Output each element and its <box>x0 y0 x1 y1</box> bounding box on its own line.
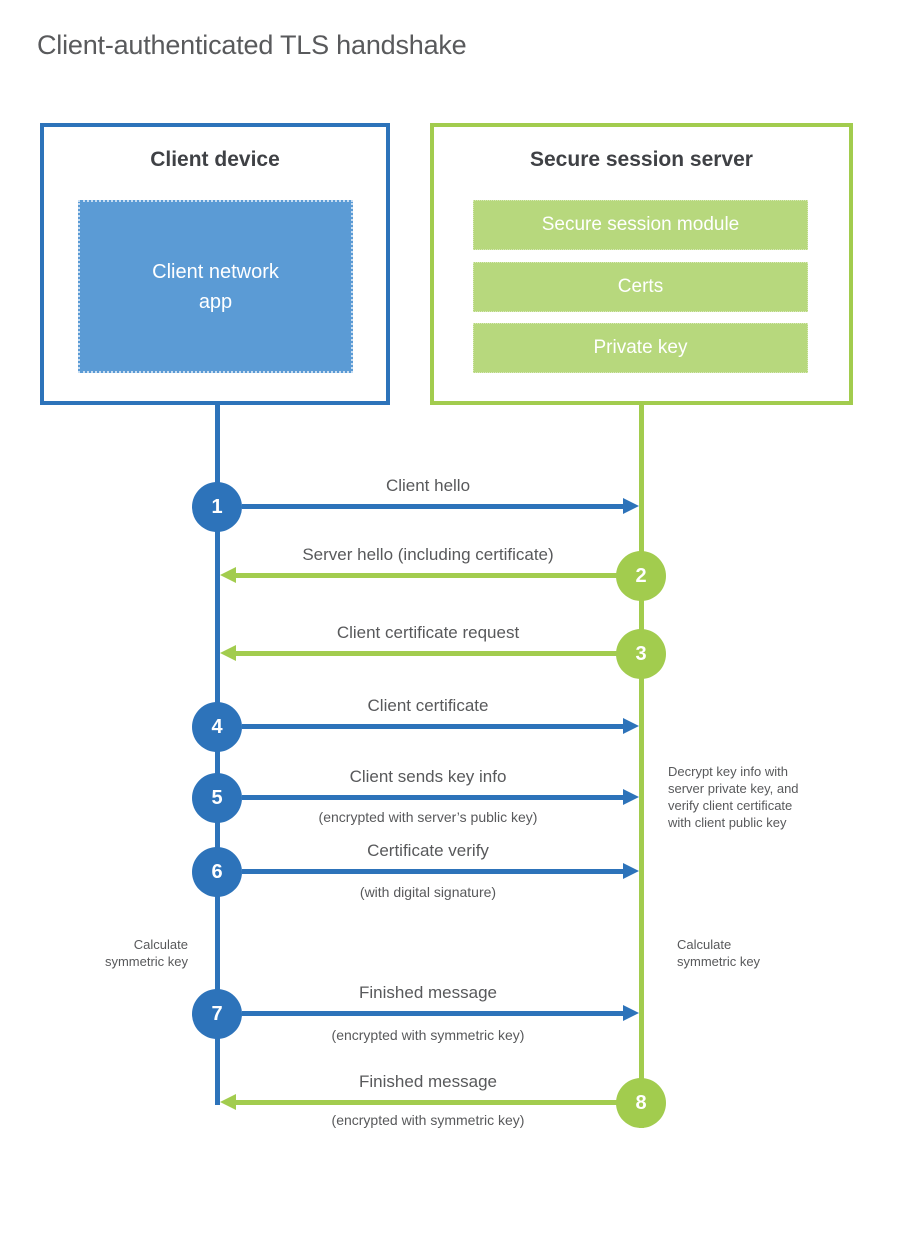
step-circle-1: 1 <box>192 482 242 532</box>
arrow-client-certificate <box>242 718 639 734</box>
message-label-7: Finished message <box>359 983 497 1002</box>
message-sublabel-8: (encrypted with symmetric key) <box>331 1112 525 1128</box>
client-lifeline <box>215 405 220 1105</box>
arrow-client-hello <box>242 498 639 514</box>
message-label-2: Server hello (including certificate) <box>302 545 554 564</box>
client-calculate-symmetric-key-note: Calculate symmetric key <box>104 937 188 969</box>
step-number-3: 3 <box>635 642 647 665</box>
page-title: Client-authenticated TLS handshake <box>37 30 467 60</box>
step-number-7: 7 <box>211 1002 223 1025</box>
client-device-box: Client device Client network app <box>40 123 390 405</box>
client-network-app-block: Client network app <box>78 200 353 373</box>
server-decrypt-note: Decrypt key info with server private key… <box>668 764 799 830</box>
step-number-5: 5 <box>211 786 223 809</box>
arrow-certificate-verify <box>242 863 639 879</box>
server-lifeline <box>639 405 644 1128</box>
message-sublabel-6: (with digital signature) <box>359 884 497 900</box>
message-sublabel-7: (encrypted with symmetric key) <box>331 1027 525 1043</box>
message-label-1: Client hello <box>385 476 471 495</box>
arrow-finished-message-server <box>220 1094 618 1110</box>
arrow-client-sends-key-info <box>242 789 639 805</box>
message-label-3: Client certificate request <box>336 623 520 642</box>
step-number-4: 4 <box>211 715 223 738</box>
arrow-client-certificate-request <box>220 645 618 661</box>
step-circle-4: 4 <box>192 702 242 752</box>
step-circle-5: 5 <box>192 773 242 823</box>
message-label-5: Client sends key info <box>349 767 507 786</box>
server-module-certs: Certs <box>473 261 808 312</box>
message-label-6: Certificate verify <box>367 841 489 860</box>
message-sublabel-5: (encrypted with server’s public key) <box>318 809 538 825</box>
message-label-8: Finished message <box>359 1072 497 1091</box>
secure-session-server-box: Secure session server Secure session mod… <box>430 123 853 405</box>
secure-session-server-title: Secure session server <box>530 148 753 171</box>
arrow-server-hello <box>220 567 618 583</box>
server-module-secure-session: Secure session module <box>473 200 808 250</box>
message-label-4: Client certificate <box>367 696 489 715</box>
server-modules-list: Secure session module Certs Private key <box>473 200 808 373</box>
client-device-title: Client device <box>150 148 280 171</box>
server-calculate-symmetric-key-note: Calculate symmetric key <box>677 937 761 969</box>
server-module-private-key: Private key <box>473 323 808 373</box>
step-number-6: 6 <box>211 860 223 883</box>
step-circle-8: 8 <box>616 1078 666 1128</box>
step-circle-7: 7 <box>192 989 242 1039</box>
step-number-2: 2 <box>635 564 647 587</box>
step-circle-6: 6 <box>192 847 242 897</box>
arrow-finished-message-client <box>242 1005 639 1021</box>
step-circle-2: 2 <box>616 551 666 601</box>
step-number-1: 1 <box>211 495 223 518</box>
step-number-8: 8 <box>635 1091 647 1114</box>
step-circle-3: 3 <box>616 629 666 679</box>
